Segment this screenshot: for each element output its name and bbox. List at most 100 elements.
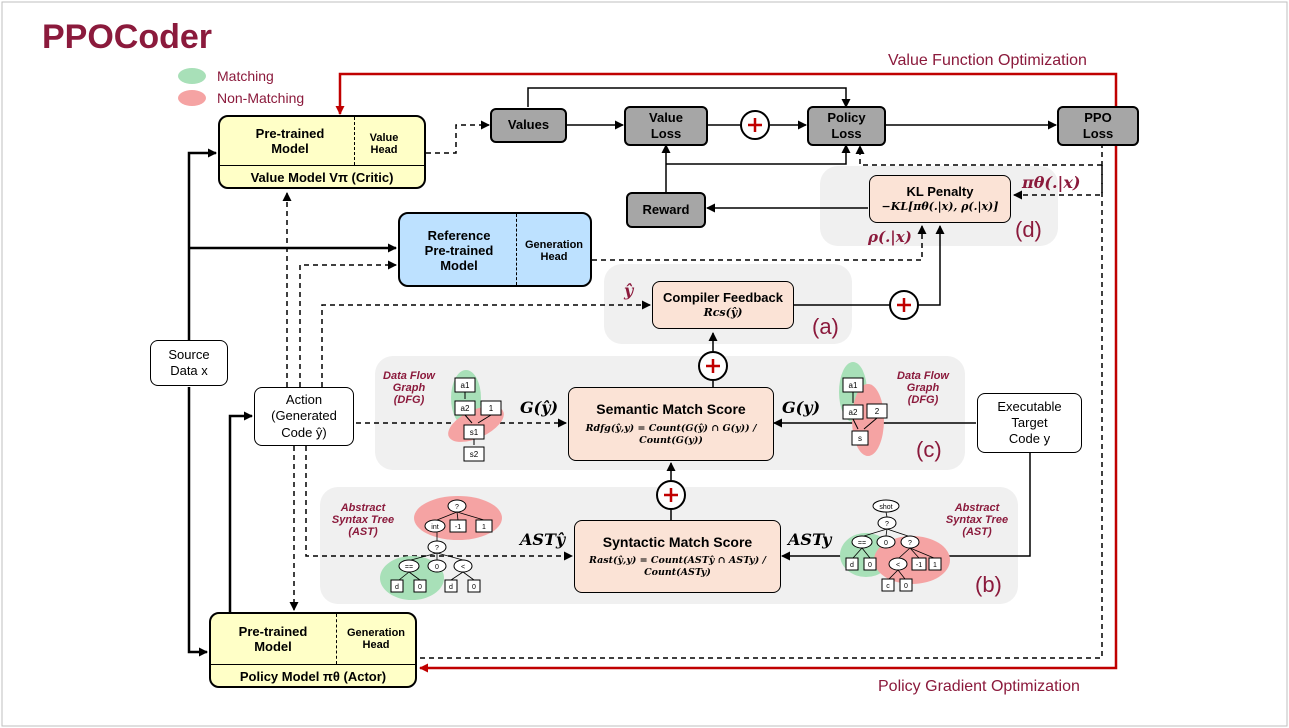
- ast-left-node-1: int: [431, 524, 438, 531]
- plus-circle-compiler: [889, 290, 919, 320]
- ast-right-node-9: 0: [868, 562, 872, 569]
- dfg-right-node-1: a2: [849, 408, 858, 417]
- page-title: PPOCoder: [42, 18, 213, 56]
- action-node: Action (Generated Code ŷ): [254, 387, 354, 446]
- ast-left-node-5: ==: [405, 564, 413, 571]
- ast-left-node-10: d: [449, 584, 453, 591]
- critic-name: Value Model Vπ (Critic): [250, 170, 394, 185]
- actor-head-label: Generation Head: [346, 627, 406, 651]
- dfg-right-graph: a1 a2 2 s: [839, 362, 888, 456]
- action-to-syntactic: [305, 446, 573, 561]
- ast-left-node-6: 0: [435, 564, 439, 571]
- tag-b: (b): [975, 572, 1002, 597]
- target-code-node: Executable Target Code y: [977, 393, 1082, 453]
- ppo-loss-node: PPO Loss: [1057, 106, 1139, 146]
- dfg-left-node-2: 1: [489, 404, 494, 413]
- ast-left-node-2: -1: [455, 524, 461, 531]
- compiler-formula: Rcs(ŷ): [703, 306, 743, 320]
- value-opt-label: Value Function Optimization: [888, 52, 1087, 69]
- ast-right-node-2: ==: [858, 540, 866, 547]
- ast-left-tree: ? int -1 1 ? == 0 < d 0 d 0: [380, 496, 502, 600]
- dfg-left-node-4: s2: [470, 450, 479, 459]
- syntactic-match-node: Syntactic Match Score Rast(ŷ,y) = Count(…: [574, 520, 781, 593]
- legend-nonmatching-label: Non-Matching: [217, 90, 305, 106]
- plus-to-kl: [918, 225, 945, 306]
- kl-formula: −KL[πθ(.|x), ρ(.|x)]: [881, 200, 999, 214]
- ast-left-node-3: 1: [482, 524, 486, 531]
- ast-y-label: ASTy: [788, 530, 832, 549]
- dfg-right-node-2: 2: [875, 407, 880, 416]
- dfg-left-label: Data Flow Graph (DFG): [383, 370, 435, 406]
- ast-right-node-1: ?: [885, 521, 889, 528]
- compiler-feedback-node: Compiler Feedback Rcs(ŷ): [652, 281, 794, 329]
- ast-right-label: Abstract Syntax Tree (AST): [945, 502, 1009, 538]
- tag-c: (c): [916, 437, 942, 462]
- action-to-compiler: [321, 300, 651, 387]
- actor-to-action: [228, 411, 253, 612]
- plus-circle-top: [740, 110, 770, 140]
- reward-node: Reward: [626, 192, 706, 228]
- actor-pretrained-label: Pre-trained Model: [238, 624, 308, 654]
- ast-right-node-7: 1: [933, 562, 937, 569]
- dfg-left-graph: a1 a2 1 s1 s2: [448, 370, 504, 462]
- dfg-left-node-1: a2: [461, 404, 470, 413]
- semantic-formula: Rdfg(ŷ,y) = Count(G(ŷ) ∩ G(y)) / Count(G…: [585, 422, 757, 446]
- dfg-right-node-0: a1: [849, 381, 858, 390]
- ast-right-node-8: d: [850, 562, 854, 569]
- pi-to-kl: [1013, 125, 1103, 200]
- critic-model: [218, 115, 426, 189]
- ast-right-node-0: shot: [879, 504, 892, 511]
- ast-right-node-3: 0: [884, 540, 888, 547]
- ast-right-node-6: -1: [916, 562, 922, 569]
- dfg-left-node-3: s1: [470, 428, 479, 437]
- policy-opt-label: Policy Gradient Optimization: [878, 678, 1080, 695]
- ast-right-node-5: <: [896, 562, 900, 569]
- pi-to-policyloss: [855, 145, 1102, 166]
- dfg-right-label: Data Flow Graph (DFG): [897, 370, 949, 406]
- ast-yhat-label: ASTŷ: [520, 530, 566, 549]
- ast-right-node-10: c: [886, 583, 890, 590]
- g-yhat-label: G(ŷ): [520, 398, 559, 417]
- ast-right-tree: shot ? == 0 ? < -1 1 d 0 c 0: [840, 499, 950, 592]
- ast-left-node-0: ?: [455, 504, 459, 511]
- tag-d: (d): [1015, 217, 1042, 242]
- ast-left-node-9: 0: [418, 584, 422, 591]
- reference-to-kl: [592, 225, 927, 261]
- values-node: Values: [490, 108, 567, 143]
- policy-opt-loop: [419, 140, 1118, 673]
- semantic-match-node: Semantic Match Score Rdfg(ŷ,y) = Count(G…: [568, 387, 774, 461]
- syntactic-title: Syntactic Match Score: [602, 533, 753, 550]
- legend-nonmatching-swatch: [178, 90, 206, 106]
- y-hat-label: ŷ: [624, 281, 634, 300]
- kl-title: KL Penalty: [906, 184, 974, 199]
- action-to-reference: [299, 260, 397, 387]
- reference-head-label: Generation Head: [524, 239, 584, 263]
- legend-matching-swatch: [178, 68, 206, 84]
- compiler-title: Compiler Feedback: [663, 290, 783, 305]
- source-to-actor: [187, 387, 208, 657]
- ast-left-node-8: d: [395, 584, 399, 591]
- rho-label: ρ(.|x): [868, 228, 912, 246]
- legend-matching-label: Matching: [217, 68, 274, 84]
- semantic-title: Semantic Match Score: [596, 401, 746, 418]
- policy-loss-node: Policy Loss: [807, 106, 886, 146]
- values-to-policyloss: [527, 87, 851, 108]
- source-data-node: Source Data x: [150, 340, 228, 386]
- actor-name: Policy Model πθ (Actor): [239, 669, 387, 684]
- tag-a: (a): [812, 314, 839, 339]
- dfg-right-node-3: s: [858, 434, 862, 443]
- ast-right-node-11: 0: [904, 583, 908, 590]
- actor-model: [209, 612, 417, 688]
- kl-penalty-node: KL Penalty −KL[πθ(.|x), ρ(.|x)]: [869, 175, 1011, 223]
- ast-left-node-11: 0: [472, 584, 476, 591]
- dfg-left-node-0: a1: [461, 381, 470, 390]
- reference-model: [398, 212, 592, 287]
- g-y-label: G(y): [782, 398, 821, 417]
- critic-pretrained-label: Pre-trained Model: [255, 126, 325, 156]
- plus-circle-syntactic: [656, 480, 686, 510]
- ppo-to-actor: [420, 165, 1103, 659]
- plus-circle-semantic: [698, 351, 728, 381]
- reward-to-policyloss: [666, 144, 851, 165]
